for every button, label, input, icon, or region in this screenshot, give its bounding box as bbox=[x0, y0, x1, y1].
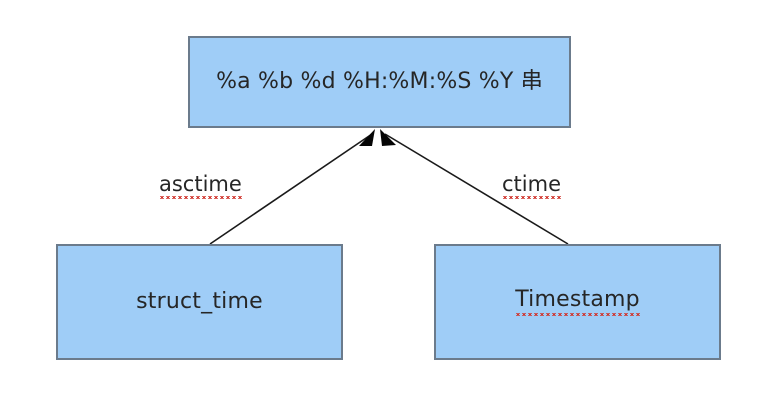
node-struct-time[interactable]: struct_time bbox=[56, 244, 343, 360]
edge-ctime-arrowhead bbox=[380, 129, 396, 146]
edge-asctime-line bbox=[209, 129, 375, 245]
node-format-string[interactable]: %a %b %d %H:%M:%S %Y 串 bbox=[188, 36, 571, 128]
node-format-string-label: %a %b %d %H:%M:%S %Y 串 bbox=[216, 68, 543, 94]
edge-label-asctime-text: asctime bbox=[159, 172, 242, 199]
edge-ctime-line bbox=[380, 129, 569, 245]
edge-asctime-arrowhead bbox=[359, 129, 375, 146]
edge-label-ctime-text: ctime bbox=[502, 172, 561, 199]
node-timestamp[interactable]: Timestamp bbox=[434, 244, 721, 360]
node-struct-time-label: struct_time bbox=[136, 288, 263, 314]
node-timestamp-label: Timestamp bbox=[515, 288, 640, 315]
edge-label-ctime: ctime bbox=[502, 172, 561, 199]
edge-label-asctime: asctime bbox=[159, 172, 242, 199]
